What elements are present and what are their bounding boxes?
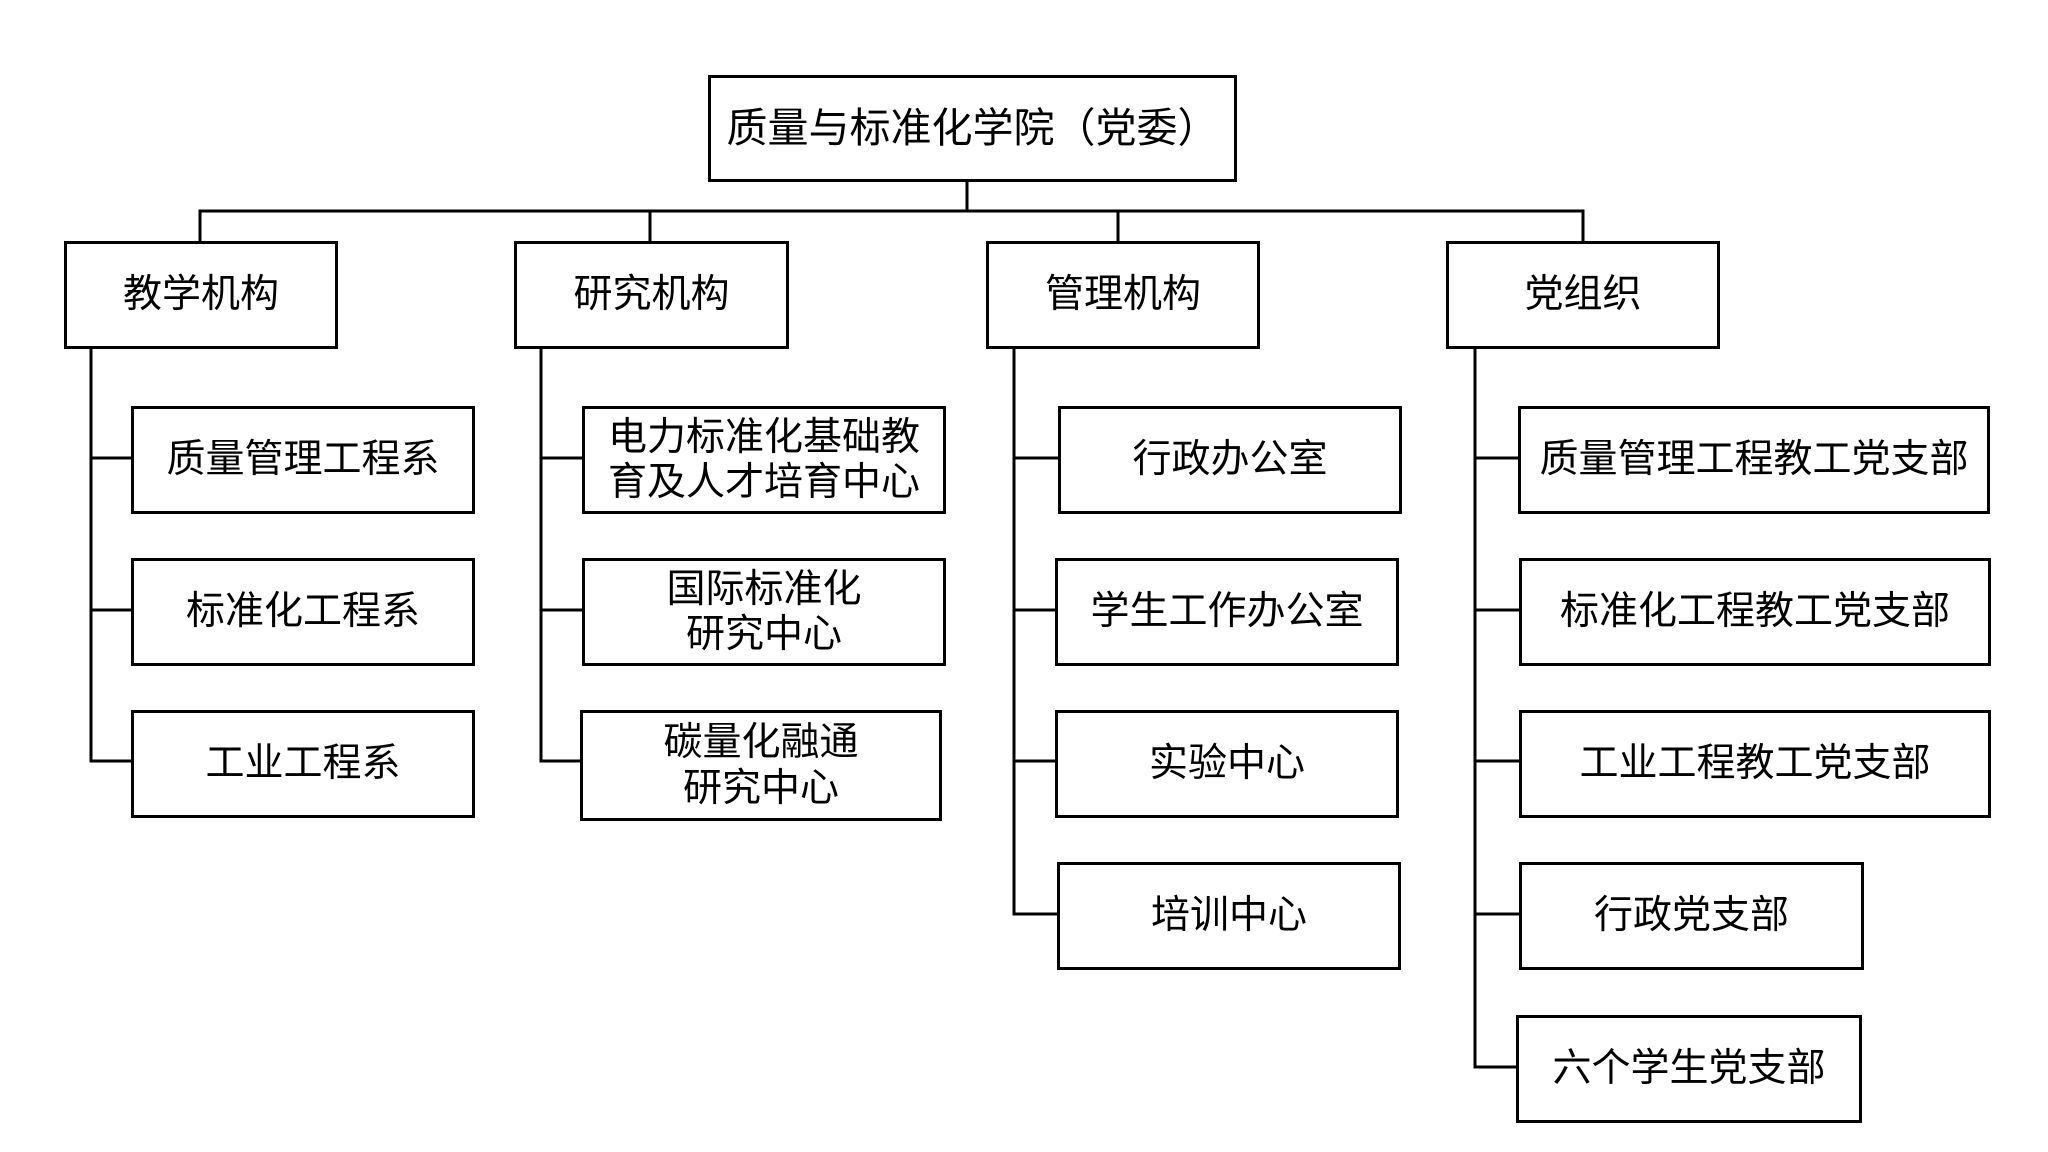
org-node-label: 行政党支部 (1593, 893, 1789, 939)
org-node: 标准化工程系 (131, 558, 475, 666)
org-node: 工业工程教工党支部 (1519, 710, 1991, 818)
category-label: 党组织 (1524, 272, 1642, 318)
category-label: 管理机构 (1044, 272, 1201, 318)
root-node: 质量与标准化学院（党委） (708, 75, 1237, 182)
org-node-label: 国际标准化 研究中心 (666, 566, 862, 657)
org-node-label: 电力标准化基础教 育及人才培育中心 (607, 414, 920, 505)
category-label: 教学机构 (122, 272, 279, 318)
org-node: 行政党支部 (1519, 862, 1864, 970)
org-node-label: 工业工程教工党支部 (1579, 741, 1931, 787)
org-node-label: 培训中心 (1150, 893, 1307, 939)
org-node-label: 六个学生党支部 (1552, 1046, 1826, 1092)
org-node: 质量管理工程系 (131, 406, 475, 514)
org-node: 工业工程系 (131, 710, 475, 818)
org-node-label: 质量管理工程系 (166, 437, 440, 483)
category-node-party: 党组织 (1446, 241, 1720, 349)
org-node: 电力标准化基础教 育及人才培育中心 (582, 406, 946, 514)
root-node-label: 质量与标准化学院（党委） (726, 103, 1219, 152)
org-node: 质量管理工程教工党支部 (1518, 406, 1990, 514)
category-node-teaching: 教学机构 (64, 241, 338, 349)
org-node: 标准化工程教工党支部 (1519, 558, 1991, 666)
org-node: 国际标准化 研究中心 (582, 558, 946, 666)
org-node: 实验中心 (1055, 710, 1399, 818)
org-node-label: 标准化工程系 (185, 589, 420, 635)
org-node-label: 质量管理工程教工党支部 (1539, 437, 1969, 483)
org-node-label: 学生工作办公室 (1090, 589, 1364, 635)
org-node: 培训中心 (1057, 862, 1401, 970)
category-node-management: 管理机构 (986, 241, 1260, 349)
org-node-label: 实验中心 (1148, 741, 1305, 787)
org-node-label: 碳量化融通 研究中心 (663, 720, 859, 811)
org-node-label: 工业工程系 (205, 741, 401, 787)
category-node-research: 研究机构 (514, 241, 789, 349)
org-node-label: 行政办公室 (1132, 437, 1328, 483)
org-node: 六个学生党支部 (1516, 1015, 1862, 1123)
org-node-label: 标准化工程教工党支部 (1559, 589, 1950, 635)
org-node: 行政办公室 (1058, 406, 1402, 514)
org-node: 学生工作办公室 (1055, 558, 1399, 666)
org-node: 碳量化融通 研究中心 (580, 710, 942, 821)
category-label: 研究机构 (573, 272, 730, 318)
